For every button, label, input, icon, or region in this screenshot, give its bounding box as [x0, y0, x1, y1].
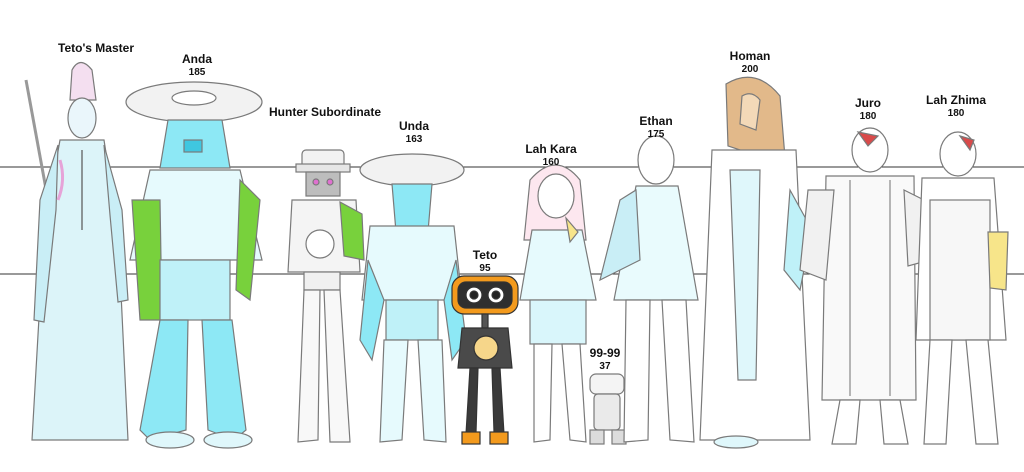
- hunter-subordinate-figure: [287, 149, 365, 443]
- lah-zhima-figure: [915, 131, 1009, 445]
- label-lah-zhima: Lah Zhima 180: [925, 93, 987, 119]
- label-anda: Anda 185: [182, 52, 212, 78]
- height-ethan: 175: [647, 128, 665, 140]
- name-hunter-subordinate: Hunter Subordinate: [268, 105, 382, 119]
- homan-figure: [699, 76, 813, 449]
- label-homan: Homan 200: [729, 49, 771, 75]
- label-tetos-master: Teto's Master: [58, 41, 134, 56]
- name-juro: Juro: [854, 96, 882, 110]
- label-teto: Teto 95: [472, 248, 498, 274]
- name-ethan: Ethan: [639, 114, 673, 128]
- height-99-99: 37: [599, 360, 611, 372]
- ethan-figure: [599, 135, 699, 443]
- label-hunter-subordinate: Hunter Subordinate: [268, 105, 382, 120]
- height-homan: 200: [741, 63, 759, 75]
- label-99-99: 99-99 37: [589, 346, 621, 372]
- height-juro: 180: [859, 110, 877, 122]
- name-homan: Homan: [729, 49, 771, 63]
- anda-figure: [125, 81, 263, 449]
- label-lah-kara: Lah Kara 160: [525, 142, 577, 168]
- tetos-master-figure: [24, 61, 129, 441]
- name-unda: Unda: [399, 119, 429, 133]
- name-tetos-master: Teto's Master: [58, 41, 134, 55]
- name-lah-zhima: Lah Zhima: [925, 93, 987, 107]
- 99-99-figure: [589, 373, 627, 445]
- height-lah-zhima: 180: [947, 107, 965, 119]
- name-99-99: 99-99: [589, 346, 621, 360]
- juro-figure: [799, 127, 931, 445]
- label-unda: Unda 163: [399, 119, 429, 145]
- height-teto: 95: [479, 262, 491, 274]
- unda-figure: [359, 153, 467, 443]
- name-lah-kara: Lah Kara: [525, 142, 577, 156]
- height-lah-kara: 160: [542, 156, 560, 168]
- height-anda: 185: [188, 66, 206, 78]
- label-ethan: Ethan 175: [639, 114, 673, 140]
- height-unda: 163: [405, 133, 423, 145]
- lah-kara-figure: [519, 164, 597, 443]
- teto-figure: [451, 275, 519, 445]
- name-anda: Anda: [182, 52, 212, 66]
- name-teto: Teto: [472, 248, 498, 262]
- label-juro: Juro 180: [854, 96, 882, 122]
